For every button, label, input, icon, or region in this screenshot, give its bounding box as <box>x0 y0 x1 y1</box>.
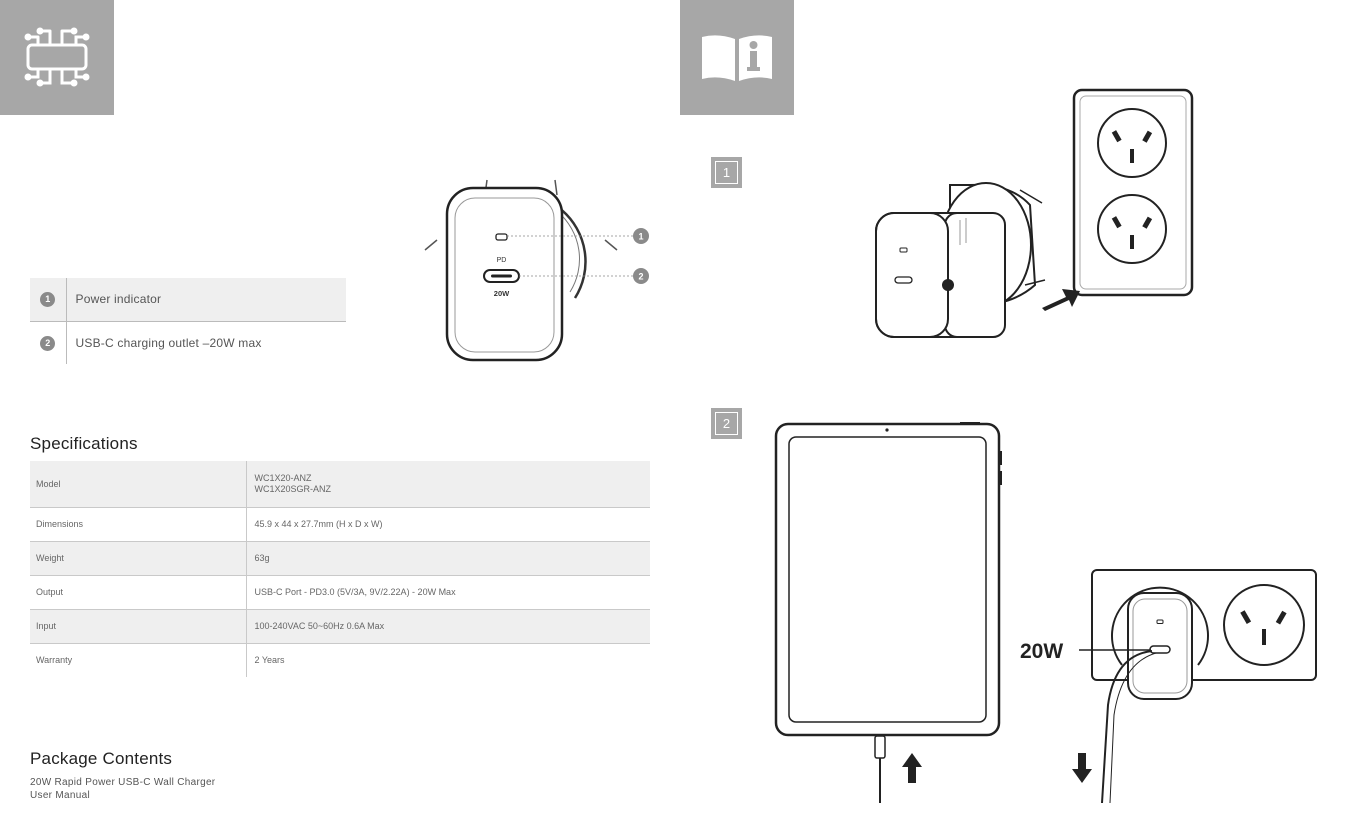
pd-label: PD <box>497 257 507 264</box>
spec-value: WC1X20-ANZ <box>254 472 312 483</box>
spec-key: Weight <box>30 541 247 576</box>
spec-key: Output <box>30 575 247 610</box>
callout-marker: 1 <box>40 292 56 308</box>
specifications-table: Model WC1X20-ANZ WC1X20SGR-ANZ Dimension… <box>30 461 650 677</box>
legend-table: 1 Power indicator 2 USB-C charging outle… <box>30 278 346 364</box>
table-row: Input 100-240VAC 50~60Hz 0.6A Max <box>30 609 650 644</box>
charger-front-illustration: PD 20W 1 2 <box>424 179 649 362</box>
spec-value: 100-240VAC 50~60Hz 0.6A Max <box>246 609 650 644</box>
callout-2: 2 <box>638 272 643 282</box>
legend-row: 2 USB-C charging outlet –20W max <box>30 321 346 364</box>
specifications-title: Specifications <box>30 434 138 453</box>
spec-key: Dimensions <box>30 507 247 542</box>
spec-key: Input <box>30 609 247 644</box>
watt-label: 20W <box>494 289 510 298</box>
table-row: Dimensions 45.9 x 44 x 27.7mm (H x D x W… <box>30 507 650 542</box>
step-2-watt-callout: 20W <box>1020 640 1063 663</box>
step-2-badge: 2 <box>711 408 742 439</box>
step-2-illustration: 20W <box>774 422 1317 804</box>
table-row: Warranty 2 Years <box>30 643 650 677</box>
circuit-icon <box>24 27 90 86</box>
package-contents-title: Package Contents <box>30 749 173 768</box>
legend-row: 1 Power indicator <box>30 278 346 321</box>
spec-value: USB-C Port - PD3.0 (5V/3A, 9V/2.22A) - 2… <box>246 575 650 610</box>
spec-key: Model <box>30 461 247 508</box>
legend-label: USB-C charging outlet –20W max <box>75 335 262 350</box>
callout-1: 1 <box>638 232 643 242</box>
list-item: 20W Rapid Power USB-C Wall Charger <box>30 777 216 788</box>
manual-tile <box>680 0 794 115</box>
spec-value: WC1X20SGR-ANZ <box>254 483 332 494</box>
package-contents-list: 20W Rapid Power USB-C Wall Charger User … <box>30 776 215 802</box>
spec-value: 63g <box>246 541 650 576</box>
spec-value: 45.9 x 44 x 27.7mm (H x D x W) <box>246 507 650 542</box>
table-row: Model WC1X20-ANZ WC1X20SGR-ANZ <box>30 461 650 508</box>
table-row: Output USB-C Port - PD3.0 (5V/3A, 9V/2.2… <box>30 575 650 610</box>
legend-label: Power indicator <box>66 278 346 321</box>
spec-key: Warranty <box>30 643 247 677</box>
list-item: User Manual <box>30 790 90 801</box>
circuit-tile <box>0 0 114 115</box>
table-row: Weight 63g <box>30 541 650 576</box>
step-1-badge: 1 <box>711 157 742 188</box>
manual-info-icon <box>702 34 772 81</box>
callout-marker: 2 <box>40 335 56 351</box>
step-1-illustration <box>875 88 1194 338</box>
spec-value: 2 Years <box>254 654 285 665</box>
